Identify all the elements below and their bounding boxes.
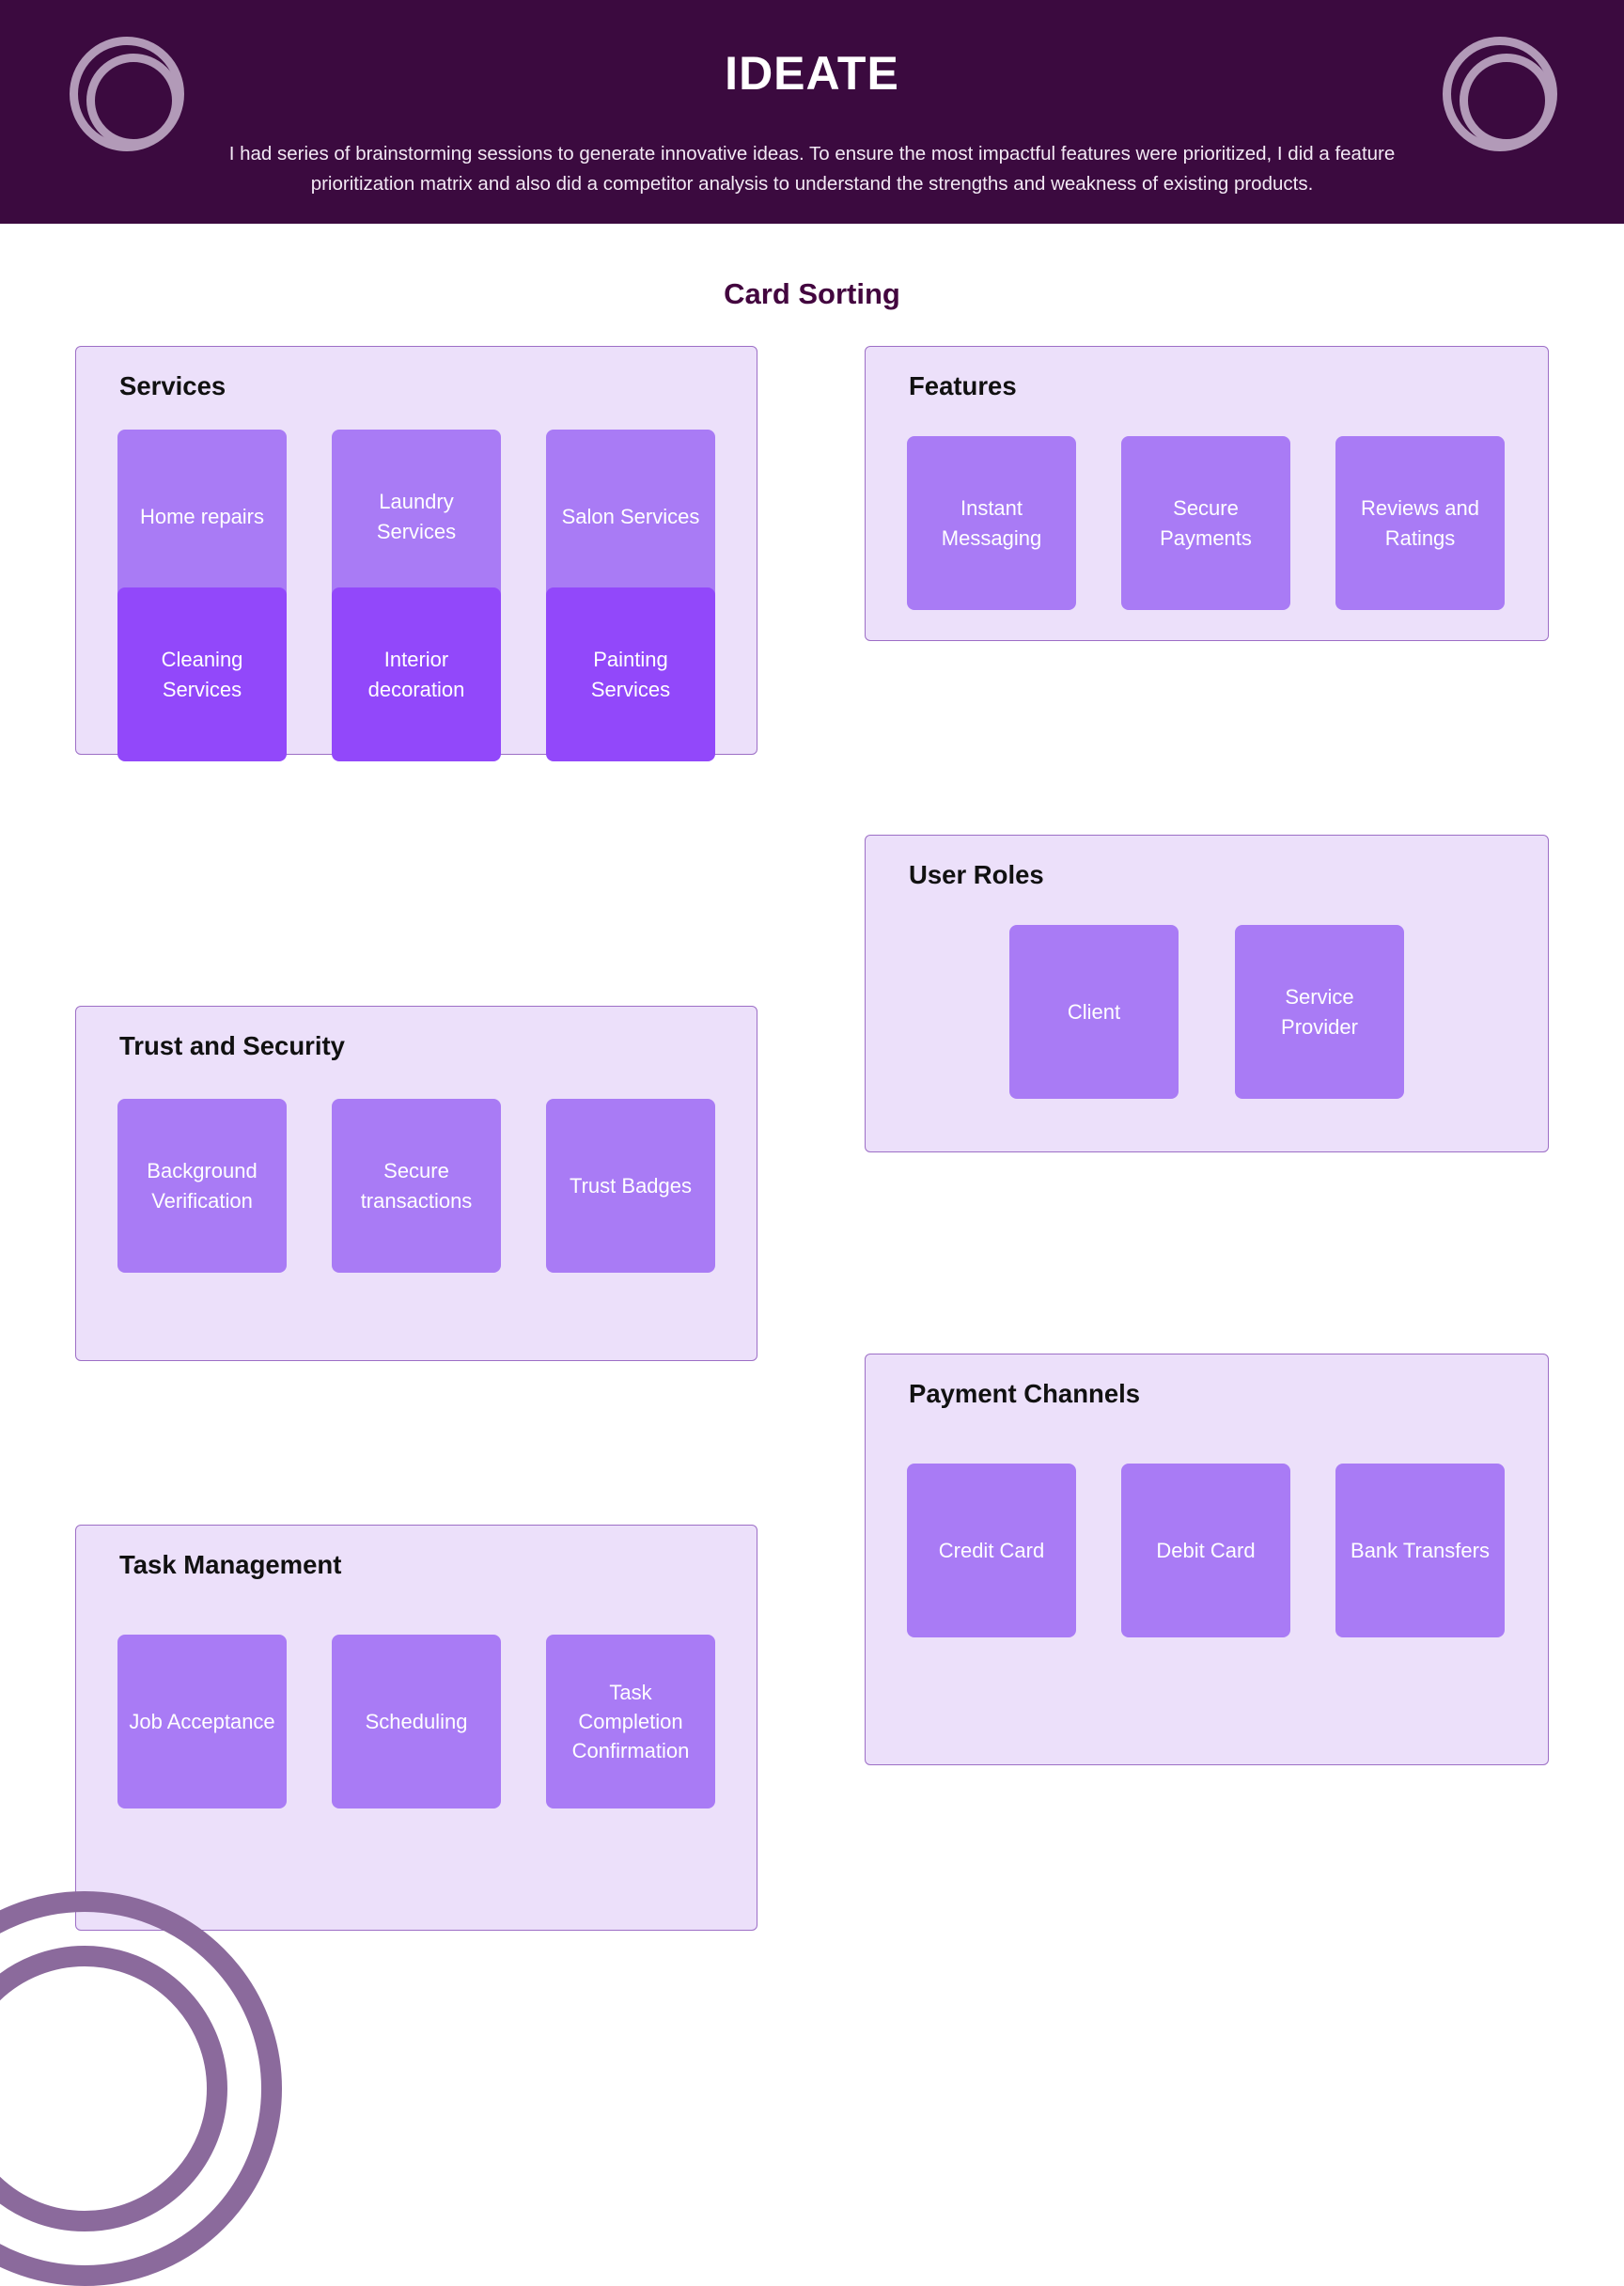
card-laundry-services[interactable]: Laundry Services [332, 430, 501, 603]
panel-payment-channels: Payment Channels Credit Card Debit Card … [865, 1354, 1549, 1765]
card-row-payment-channels: Credit Card Debit Card Bank Transfers [907, 1464, 1505, 1637]
inner-ring-icon [86, 54, 180, 148]
card-home-repairs[interactable]: Home repairs [117, 430, 287, 603]
card-service-provider[interactable]: Service Provider [1235, 925, 1404, 1099]
card-cleaning-services[interactable]: Cleaning Services [117, 587, 287, 761]
card-credit-card[interactable]: Credit Card [907, 1464, 1076, 1637]
card-sorting-board: Services Home repairs Laundry Services S… [75, 346, 1549, 1931]
panel-title-payment-channels: Payment Channels [909, 1379, 1141, 1408]
page-header: IDEATE I had series of brainstorming ses… [0, 0, 1624, 224]
card-row-services-1: Home repairs Laundry Services Salon Serv… [117, 430, 715, 603]
panel-user-roles: User Roles Client Service Provider [865, 835, 1549, 1152]
card-instant-messaging[interactable]: Instant Messaging [907, 436, 1076, 610]
panel-title-trust-and-security: Trust and Security [119, 1031, 345, 1060]
card-row-services-2: Cleaning Services Interior decoration Pa… [117, 587, 715, 761]
card-background-verification[interactable]: Background Verification [117, 1099, 287, 1273]
panel-task-management: Task Management Job Acceptance Schedulin… [75, 1525, 757, 1931]
card-trust-badges[interactable]: Trust Badges [546, 1099, 715, 1273]
card-row-user-roles: Client Service Provider [866, 925, 1548, 1099]
card-painting-services[interactable]: Painting Services [546, 587, 715, 761]
section-heading-card-sorting: Card Sorting [724, 277, 900, 310]
brand-rings-logo-left [62, 33, 194, 164]
panel-title-user-roles: User Roles [909, 860, 1044, 889]
card-row-task-management: Job Acceptance Scheduling Task Completio… [117, 1635, 715, 1808]
inner-ring-icon [1460, 54, 1554, 148]
card-secure-payments[interactable]: Secure Payments [1121, 436, 1290, 610]
panel-title-features: Features [909, 371, 1017, 400]
card-scheduling[interactable]: Scheduling [332, 1635, 501, 1808]
brand-rings-logo-right [1435, 33, 1567, 164]
card-task-completion-confirmation[interactable]: Task Completion Confirmation [546, 1635, 715, 1808]
card-job-acceptance[interactable]: Job Acceptance [117, 1635, 287, 1808]
page-title: IDEATE [725, 47, 899, 100]
card-secure-transactions[interactable]: Secure transactions [332, 1099, 501, 1273]
card-interior-decoration[interactable]: Interior decoration [332, 587, 501, 761]
card-reviews-and-ratings[interactable]: Reviews and Ratings [1335, 436, 1505, 610]
card-row-features: Instant Messaging Secure Payments Review… [907, 436, 1505, 610]
panel-trust-and-security: Trust and Security Background Verificati… [75, 1006, 757, 1361]
card-salon-services[interactable]: Salon Services [546, 430, 715, 603]
card-bank-transfers[interactable]: Bank Transfers [1335, 1464, 1505, 1637]
card-client[interactable]: Client [1009, 925, 1179, 1099]
panel-title-services: Services [119, 371, 226, 400]
card-row-trust-and-security: Background Verification Secure transacti… [117, 1099, 715, 1273]
panel-title-task-management: Task Management [119, 1550, 342, 1579]
panel-features: Features Instant Messaging Secure Paymen… [865, 346, 1549, 641]
panel-services: Services Home repairs Laundry Services S… [75, 346, 757, 761]
card-debit-card[interactable]: Debit Card [1121, 1464, 1290, 1637]
header-description: I had series of brainstorming sessions t… [228, 143, 1396, 195]
